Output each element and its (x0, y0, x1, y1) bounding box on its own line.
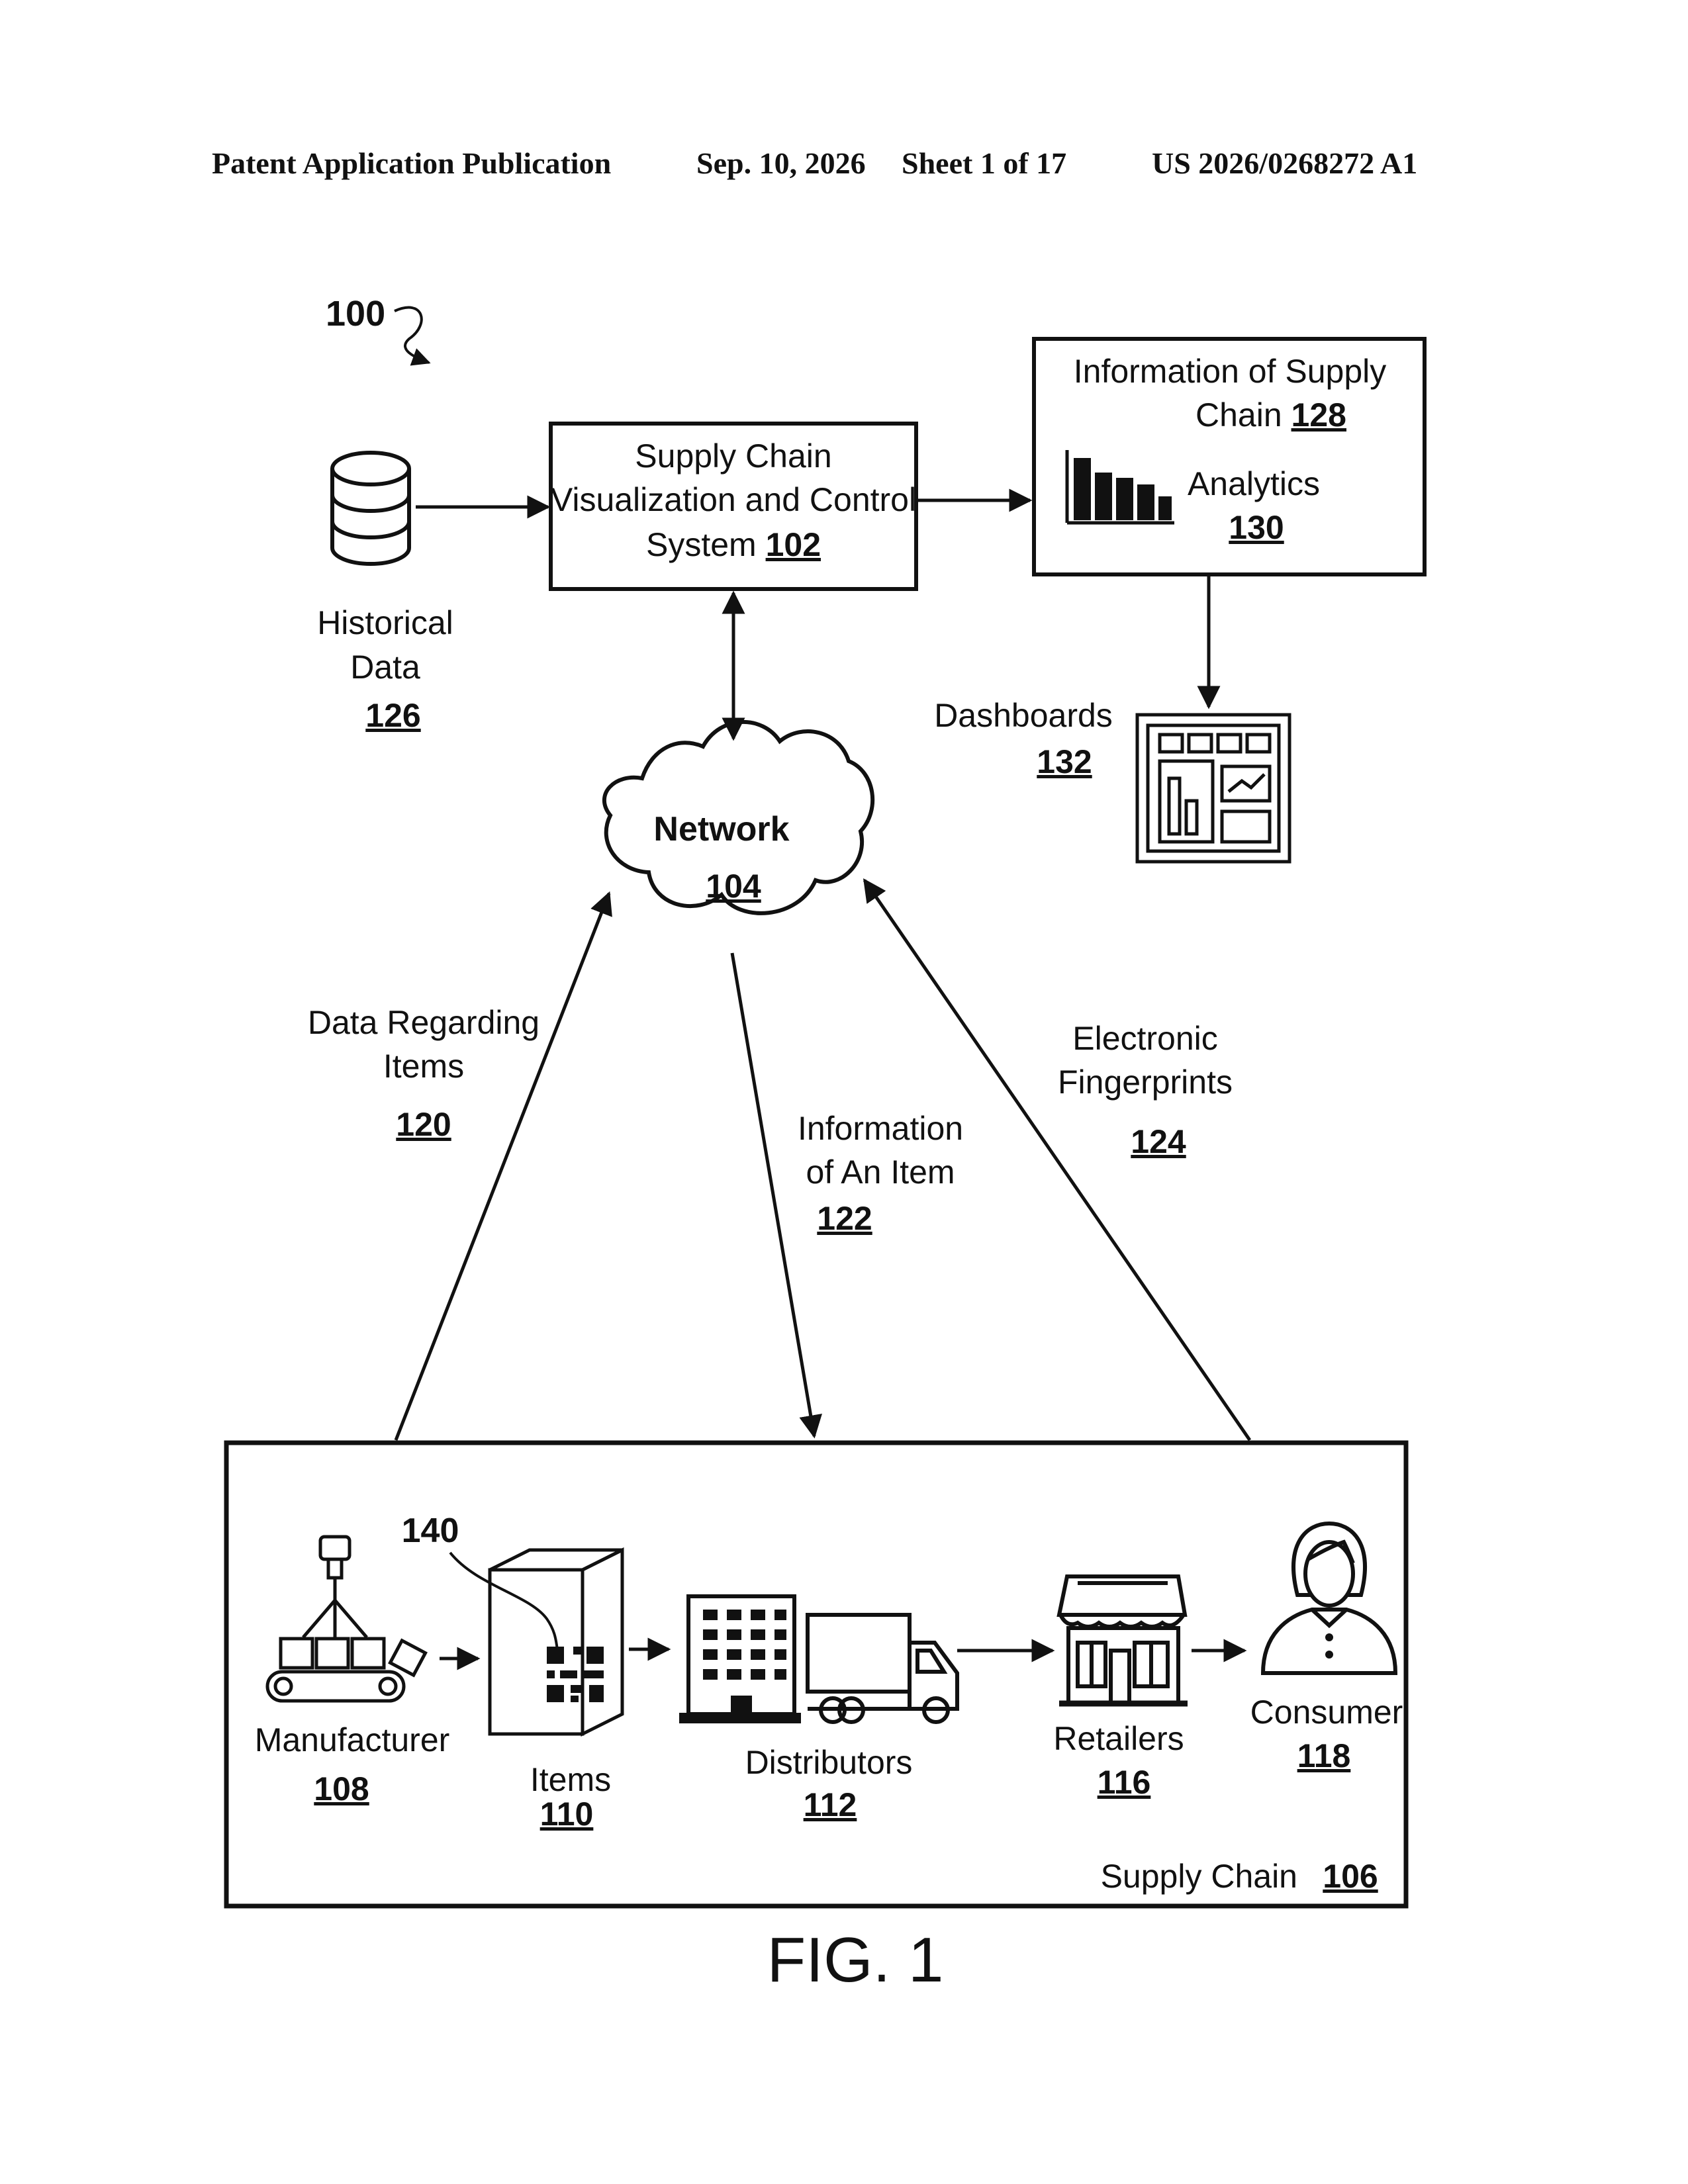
svg-text:Supply Chain: Supply Chain (635, 437, 831, 475)
svg-text:Electronic: Electronic (1072, 1020, 1218, 1057)
figure-ref-label: 100 (326, 294, 385, 334)
figure-caption: FIG. 1 (767, 1925, 944, 1995)
svg-text:Information of Supply: Information of Supply (1074, 353, 1387, 390)
ref-122: 122 (817, 1200, 872, 1237)
sheet-number: Sheet 1 of 17 (902, 146, 1066, 180)
svg-text:Dashboards: Dashboards (934, 697, 1113, 734)
electronic-fingerprints-label: Electronic Fingerprints 124 (1058, 1020, 1233, 1160)
publication-date: Sep. 10, 2026 (696, 146, 866, 180)
svg-text:Historical: Historical (317, 604, 453, 641)
data-regarding-items-label: Data Regarding Items 120 (308, 1004, 539, 1143)
svg-text:Analytics: Analytics (1188, 465, 1320, 502)
svg-text:System 102: System 102 (646, 526, 821, 563)
svg-text:Consumer: Consumer (1250, 1694, 1403, 1731)
svg-text:Visualization and Control: Visualization and Control (551, 481, 916, 518)
dashboards-label: Dashboards 132 (934, 697, 1113, 780)
network-label: Network (653, 810, 789, 848)
arrow-data-regarding-items (396, 893, 609, 1440)
svg-text:of An Item: of An Item (806, 1154, 955, 1191)
svg-text:Information: Information (798, 1110, 963, 1147)
publication-number: US 2026/0268272 A1 (1152, 146, 1417, 180)
ref-118: 118 (1297, 1737, 1351, 1774)
svg-text:Fingerprints: Fingerprints (1058, 1064, 1233, 1101)
ref-128: 128 (1291, 396, 1346, 433)
historical-data-label: Historical Data 126 (317, 604, 453, 734)
ref-102: 102 (766, 526, 821, 563)
information-of-item-label: Information of An Item 122 (798, 1110, 963, 1237)
ref-120: 120 (396, 1106, 451, 1143)
svg-text:Manufacturer: Manufacturer (255, 1721, 450, 1758)
ref-140: 140 (402, 1512, 459, 1550)
supply-chain-label: Supply Chain (1101, 1858, 1297, 1895)
figure-ref-leader (395, 308, 429, 363)
arrow-information-of-item (732, 953, 814, 1436)
ref-106: 106 (1323, 1858, 1378, 1895)
ref-108: 108 (314, 1770, 369, 1807)
ref-116: 116 (1098, 1764, 1151, 1801)
ref-130: 130 (1229, 509, 1284, 546)
ref-124: 124 (1131, 1123, 1186, 1160)
svg-text:Items: Items (383, 1048, 464, 1085)
ref-126: 126 (365, 697, 420, 734)
svg-text:Items: Items (530, 1761, 611, 1798)
ref-110: 110 (540, 1796, 594, 1833)
svg-text:Data: Data (350, 649, 420, 686)
svg-text:Chain 128: Chain 128 (1196, 396, 1346, 433)
svg-text:Retailers: Retailers (1053, 1720, 1184, 1757)
svg-text:Data Regarding: Data Regarding (308, 1004, 539, 1041)
ref-104: 104 (706, 868, 761, 905)
dashboard-icon (1137, 715, 1289, 862)
svg-text:Distributors: Distributors (745, 1744, 913, 1781)
publication-title: Patent Application Publication (212, 146, 611, 180)
ref-132: 132 (1037, 743, 1092, 780)
ref-112: 112 (804, 1786, 857, 1823)
page-header: Patent Application Publication Sep. 10, … (212, 146, 1417, 180)
database-icon (332, 453, 409, 564)
